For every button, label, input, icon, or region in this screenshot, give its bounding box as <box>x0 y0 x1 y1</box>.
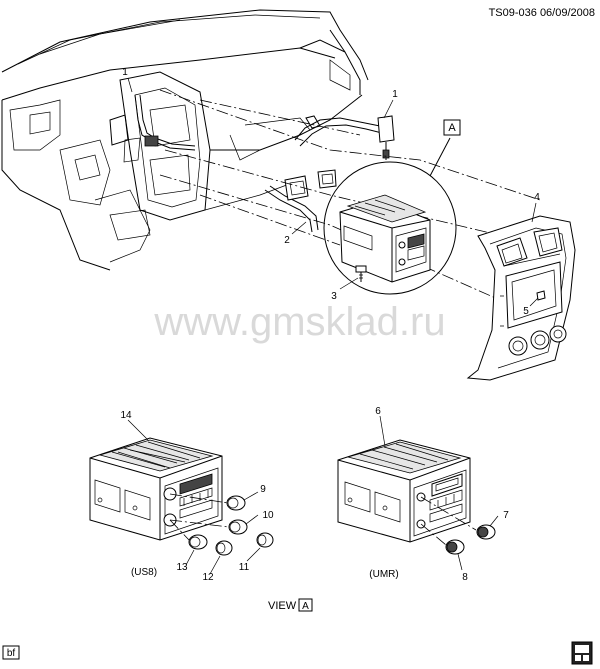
callout-1-right: 1 <box>392 89 398 100</box>
us8-knobs <box>169 493 274 556</box>
radio-umr <box>337 439 471 543</box>
callout-14: 14 <box>120 410 132 421</box>
umr-knobs <box>420 496 496 555</box>
left-harness <box>134 94 196 151</box>
callout-3: 3 <box>331 291 337 302</box>
corner-tag: bf <box>2 645 20 660</box>
bezel-clip <box>536 290 546 301</box>
svg-text:A: A <box>448 122 456 134</box>
view-caption-text: VIEW <box>268 600 297 612</box>
callout-6: 6 <box>375 406 381 417</box>
service-manual-icon <box>571 641 593 665</box>
variant-label-us8: (US8) <box>131 567 157 578</box>
view-a-detail-circle <box>323 137 457 295</box>
callout-8: 8 <box>462 572 468 583</box>
callout-2: 2 <box>284 235 290 246</box>
radio-screw <box>355 265 367 282</box>
view-a-tag: A <box>443 119 461 136</box>
variant-label-umr: (UMR) <box>369 569 398 580</box>
wiring-harness <box>264 169 337 233</box>
callout-7: 7 <box>503 510 509 521</box>
leader-lines <box>127 77 539 575</box>
callout-4: 4 <box>534 192 540 203</box>
callout-12: 12 <box>202 572 214 583</box>
callout-11: 11 <box>239 562 250 573</box>
instrument-panel-drawing <box>1 9 369 271</box>
radio-us8 <box>89 437 223 541</box>
view-caption-tag: A <box>302 601 309 612</box>
callout-13: 13 <box>176 562 188 573</box>
callout-10: 10 <box>262 510 274 521</box>
radio-in-detail <box>339 194 431 283</box>
alignment-lines <box>159 89 541 301</box>
trim-bezel <box>466 215 576 381</box>
callout-numbers: 1 1 2 3 4 5 6 7 8 9 10 11 12 13 14 <box>120 67 540 583</box>
svg-text:bf: bf <box>7 648 16 659</box>
callout-1-left: 1 <box>122 67 128 78</box>
diagram-reference-code: TS09-036 06/09/2008 <box>489 7 595 19</box>
callout-5: 5 <box>523 306 529 317</box>
antenna-cable <box>294 115 395 160</box>
callout-9: 9 <box>260 484 266 495</box>
view-a-caption: VIEW A <box>268 598 313 612</box>
watermark: www.gmsklad.ru <box>153 300 445 344</box>
